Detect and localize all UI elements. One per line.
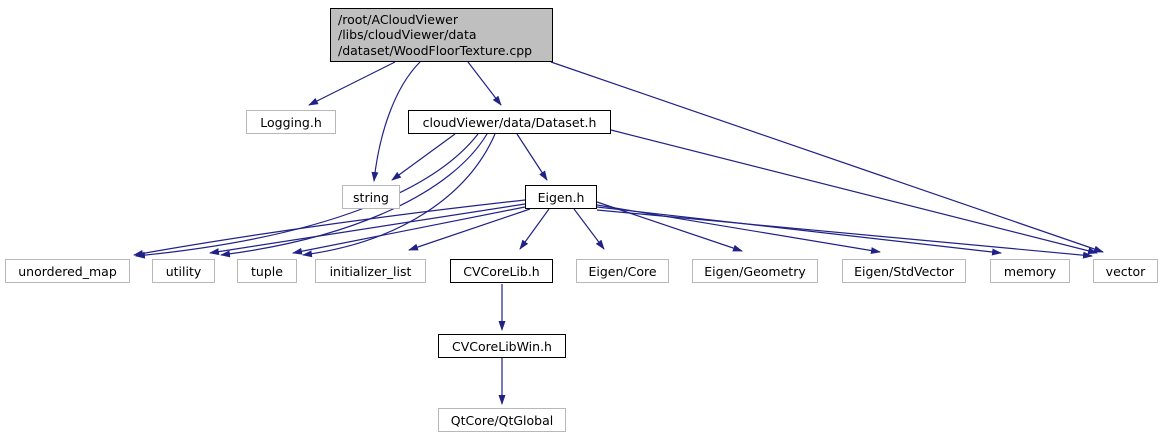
- node-eigen-h[interactable]: Eigen.h: [525, 185, 597, 209]
- node-qtcore-qtglobal: QtCore/QtGlobal: [438, 408, 566, 432]
- root-file-line-3: /dataset/WoodFloorTexture.cpp: [338, 42, 533, 58]
- edge-dataset-utility: [220, 133, 488, 258]
- node-logging-h-label: Logging.h: [260, 114, 322, 130]
- node-eigen-stdvector-label: Eigen/StdVector: [854, 263, 954, 279]
- node-string: string: [342, 185, 400, 209]
- node-vector-label: vector: [1105, 263, 1146, 279]
- node-eigen-stdvector: Eigen/StdVector: [842, 259, 966, 283]
- edge-root-string: [371, 61, 421, 182]
- edge-dataset-string: [391, 133, 456, 181]
- node-cvcorelibwin-h[interactable]: CVCoreLibWin.h: [438, 334, 566, 358]
- edge-eigen-unordered-map: [133, 199, 526, 257]
- node-cvcorelibwin-h-label: CVCoreLibWin.h: [452, 338, 552, 354]
- node-utility-label: utility: [165, 263, 202, 279]
- node-eigen-geometry: Eigen/Geometry: [692, 259, 818, 283]
- node-memory-label: memory: [1003, 263, 1057, 279]
- edge-root-dataset: [467, 61, 502, 106]
- edge-root-vector: [550, 61, 1104, 253]
- node-unordered-map: unordered_map: [5, 259, 130, 283]
- root-file-line-1: /root/ACloudViewer: [338, 11, 459, 27]
- edge-dataset-eigen: [516, 133, 548, 181]
- node-logging-h: Logging.h: [246, 110, 336, 134]
- root-file-line-2: /libs/cloudViewer/data: [338, 27, 477, 43]
- node-eigen-core-label: Eigen/Core: [588, 263, 657, 279]
- node-root-file: /root/ACloudViewer /libs/cloudViewer/dat…: [330, 8, 553, 62]
- edge-eigen-cvcorelib: [519, 208, 550, 250]
- edge-eigen-memory: [596, 206, 1002, 256]
- node-cvcorelib-h-label: CVCoreLib.h: [463, 263, 540, 279]
- node-initializer-list: initializer_list: [315, 259, 426, 283]
- node-dataset-h[interactable]: cloudViewer/data/Dataset.h: [408, 110, 611, 134]
- node-vector: vector: [1093, 259, 1158, 283]
- edge-eigen-tuple: [292, 206, 526, 255]
- node-qtcore-qtglobal-label: QtCore/QtGlobal: [450, 412, 554, 428]
- edge-root-logging: [308, 61, 396, 106]
- node-string-label: string: [353, 189, 389, 205]
- node-eigen-geometry-label: Eigen/Geometry: [704, 263, 806, 279]
- node-tuple: tuple: [237, 259, 297, 283]
- node-cvcorelib-h[interactable]: CVCoreLib.h: [450, 259, 553, 283]
- edge-eigen-utility: [209, 203, 526, 256]
- edge-dataset-tuple: [302, 133, 496, 258]
- node-initializer-list-label: initializer_list: [329, 263, 412, 279]
- node-memory: memory: [990, 259, 1070, 283]
- node-eigen-h-label: Eigen.h: [537, 189, 585, 205]
- edge-eigen-initializer-list: [408, 208, 531, 251]
- node-unordered-map-label: unordered_map: [18, 263, 117, 279]
- edge-dataset-vector: [610, 129, 1098, 255]
- node-dataset-h-label: cloudViewer/data/Dataset.h: [422, 114, 597, 130]
- edge-eigen-vector: [596, 209, 1093, 259]
- edge-eigen-eigen-core: [573, 208, 605, 250]
- node-eigen-core: Eigen/Core: [576, 259, 669, 283]
- node-utility: utility: [152, 259, 215, 283]
- node-tuple-label: tuple: [251, 263, 283, 279]
